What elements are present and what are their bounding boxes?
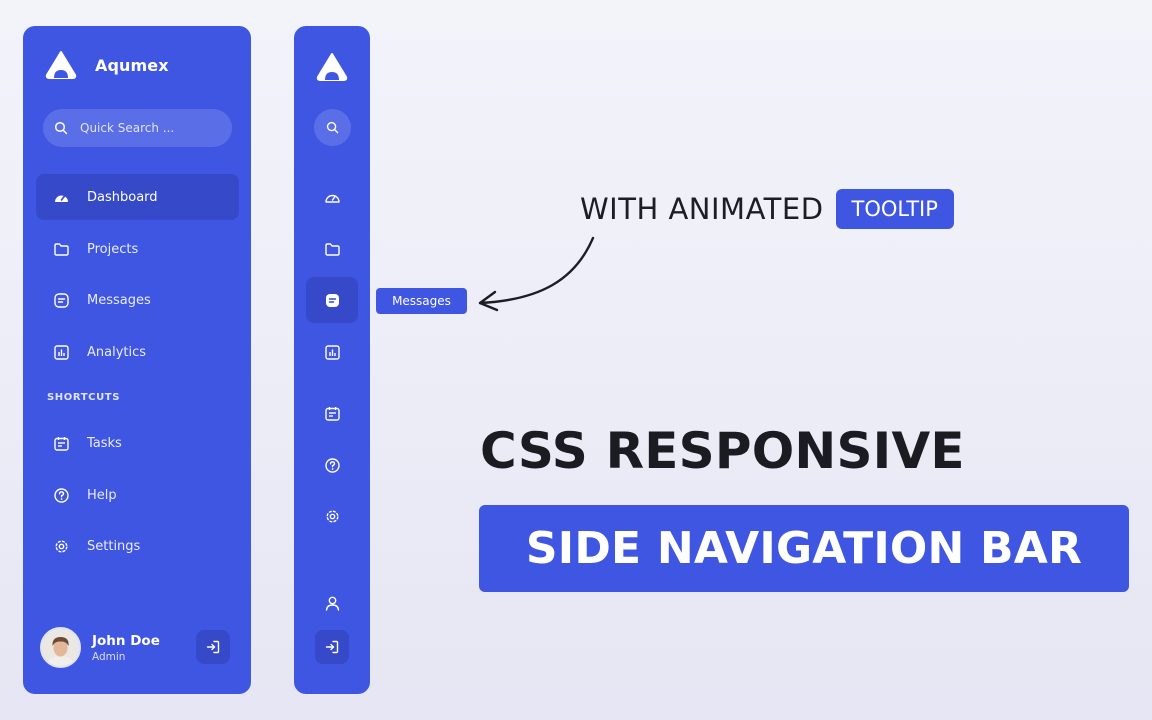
sidebar-item-messages[interactable]: Messages (36, 277, 239, 323)
tooltip-badge: TOOLTIP (835, 189, 954, 229)
mini-item-projects[interactable] (306, 226, 358, 272)
aqumex-logo-icon (45, 50, 77, 80)
collapsed-sidebar (294, 26, 370, 694)
logout-icon (324, 639, 340, 655)
folder-icon (53, 241, 70, 258)
sidebar-item-label: Settings (87, 538, 141, 554)
user-role: Admin (92, 650, 126, 663)
brand-name: Aqumex (95, 55, 169, 75)
sidebar-item-label: Tasks (87, 435, 122, 451)
help-circle-icon (53, 487, 70, 504)
mini-item-profile[interactable] (306, 580, 358, 626)
message-icon (324, 292, 341, 309)
logout-button[interactable] (315, 630, 349, 664)
folder-icon (324, 241, 341, 258)
logout-icon (205, 639, 221, 655)
bar-chart-icon (324, 344, 341, 361)
gauge-icon (324, 189, 341, 206)
sidebar-item-help[interactable]: Help (36, 472, 239, 518)
animated-caption-text: WITH ANIMATED (580, 192, 824, 226)
mini-item-dashboard[interactable] (306, 174, 358, 220)
section-label-shortcuts: SHORTCUTS (47, 392, 121, 403)
mini-item-analytics[interactable] (306, 329, 358, 375)
sidebar-item-tasks[interactable]: Tasks (36, 420, 239, 466)
bar-chart-icon (53, 344, 70, 361)
brand[interactable]: Aqumex (45, 50, 169, 80)
user-icon (324, 595, 341, 612)
animated-tooltip-caption: WITH ANIMATED TOOLTIP (580, 189, 954, 229)
calendar-icon (324, 405, 341, 422)
help-circle-icon (324, 457, 341, 474)
search-button[interactable] (314, 109, 351, 146)
search-input[interactable]: Quick Search ... (43, 109, 232, 147)
gear-icon (324, 508, 341, 525)
sidebar-item-label: Help (87, 487, 117, 503)
sidebar-item-settings[interactable]: Settings (36, 523, 239, 569)
sidebar-item-label: Analytics (87, 344, 147, 360)
mini-item-tasks[interactable] (306, 390, 358, 436)
title-banner: SIDE NAVIGATION BAR (479, 505, 1129, 592)
sidebar-item-projects[interactable]: Projects (36, 226, 239, 272)
gauge-icon (53, 189, 70, 206)
sidebar-item-label: Messages (87, 292, 151, 308)
user-profile[interactable]: John Doe Admin (40, 627, 160, 668)
sidebar-item-dashboard[interactable]: Dashboard (36, 174, 239, 220)
sidebar-item-analytics[interactable]: Analytics (36, 329, 239, 375)
calendar-icon (53, 435, 70, 452)
curved-arrow-icon (478, 236, 595, 312)
title-line-1: CSS RESPONSIVE (480, 422, 965, 480)
gear-icon (53, 538, 70, 555)
avatar (40, 627, 81, 668)
mini-item-messages[interactable] (306, 277, 358, 323)
sidebar-item-label: Dashboard (87, 189, 158, 205)
expanded-sidebar: Aqumex Quick Search ... Dashboard Projec… (23, 26, 251, 694)
search-icon (326, 121, 339, 134)
user-name: John Doe (92, 632, 160, 649)
mini-item-settings[interactable] (306, 493, 358, 539)
search-icon (54, 121, 68, 135)
aqumex-logo-icon[interactable] (316, 52, 348, 82)
message-icon (53, 292, 70, 309)
logout-button[interactable] (196, 630, 230, 664)
title-line-2: SIDE NAVIGATION BAR (525, 523, 1083, 574)
sidebar-item-label: Projects (87, 241, 139, 257)
tooltip-messages: Messages (376, 288, 467, 314)
search-placeholder: Quick Search ... (80, 121, 175, 135)
mini-item-help[interactable] (306, 442, 358, 488)
